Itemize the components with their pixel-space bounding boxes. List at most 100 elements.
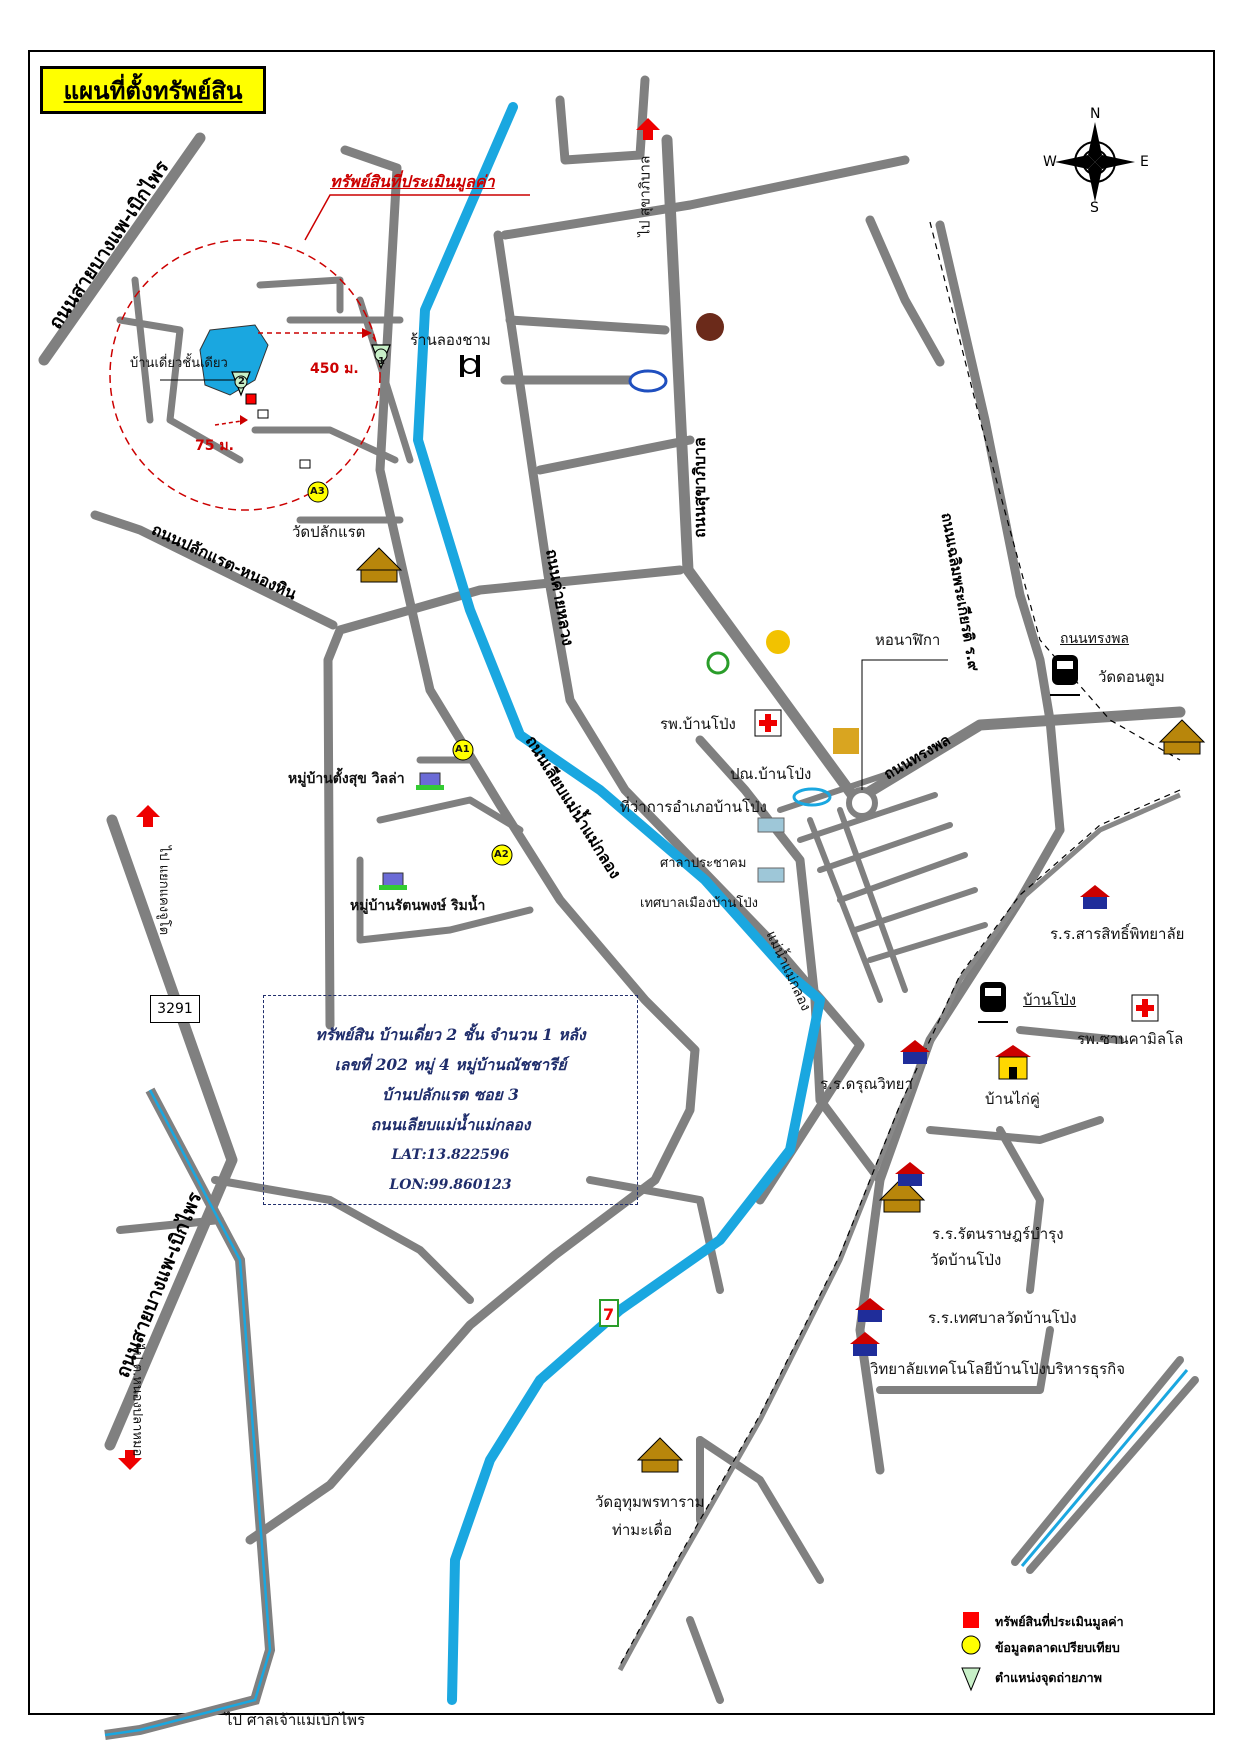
property-info-box: ทรัพย์สิน บ้านเดี่ยว 2 ชั้น จำนวน 1 หลัง… bbox=[263, 995, 638, 1205]
bank3-icon bbox=[766, 630, 790, 654]
highway-bangphae-top bbox=[38, 132, 206, 366]
label-wat-don: วัดดอนตูม bbox=[1098, 668, 1165, 686]
road-ne bbox=[865, 215, 945, 367]
house-icon bbox=[995, 1045, 1031, 1080]
info-lat: LAT:13.822596 bbox=[391, 1147, 510, 1163]
svg-text:7: 7 bbox=[603, 1305, 614, 1324]
road-riverside-loop bbox=[245, 145, 700, 1545]
legend-item-comparable: ข้อมูลตลาดเปรียบเทียบ bbox=[995, 1640, 1120, 1655]
compass-s: S bbox=[1090, 200, 1099, 216]
distance-450: 450 ม. bbox=[310, 361, 359, 377]
property-callout-line bbox=[304, 194, 530, 241]
label-post: ปณ.บ้านโป่ง bbox=[730, 765, 812, 783]
info-line2: เลขที่ 202 หมู่ 4 หมู่บ้านณัชชารีย์ bbox=[334, 1055, 567, 1074]
info-line4: ถนนเลียบแม่น้ำแม่กลอง bbox=[370, 1115, 531, 1134]
label-school-sarasit: ร.ร.สารสิทธิ์พิทยาลัย bbox=[1050, 925, 1185, 943]
road-songphon bbox=[850, 706, 1186, 806]
property-marker bbox=[245, 393, 257, 405]
label-restaurant: ร้านลองชาม bbox=[410, 331, 491, 349]
road-khailuang bbox=[493, 230, 865, 1205]
comparable-a2 bbox=[491, 844, 513, 866]
clock-tower-roundabout bbox=[846, 787, 878, 819]
label-school-dusit: ร.ร.ดรุณวิทยา bbox=[820, 1075, 913, 1093]
info-line1: ทรัพย์สิน บ้านเดี่ยว 2 ชั้น จำนวน 1 หลัง bbox=[315, 1025, 586, 1044]
legend-square bbox=[963, 1612, 979, 1628]
legend-item-property: ทรัพย์สินที่ประเมินมูลค่า bbox=[995, 1614, 1124, 1629]
legend-triangle bbox=[961, 1667, 981, 1692]
road-plak-nonghin-west bbox=[90, 510, 338, 630]
road-town-center bbox=[695, 735, 885, 1185]
label-hospital2: รพ.ซานคามิลโล bbox=[1077, 1030, 1184, 1048]
label-wat-udom2: ท่ามะเดื่อ bbox=[612, 1521, 673, 1539]
map-frame bbox=[28, 50, 1215, 1715]
comparable-a3 bbox=[307, 481, 329, 503]
info-lon: LON:99.860123 bbox=[389, 1177, 512, 1193]
canal bbox=[104, 1087, 276, 1740]
label-district: ที่ว่าการอำเภอบ้านโป่ง bbox=[620, 798, 767, 816]
marker-a3: A3 bbox=[310, 486, 325, 497]
label-wat-udom1: วัดอุทุมพรทาราม bbox=[595, 1493, 705, 1511]
post-office-icon bbox=[792, 787, 832, 807]
marker-p1: 1 bbox=[378, 356, 385, 367]
direction-arrow-icon bbox=[118, 118, 660, 1470]
label-station: บ้านโป่ง bbox=[1023, 991, 1077, 1009]
label-hall1: ศาลาประชาคม bbox=[660, 856, 747, 871]
marker-p2: 2 bbox=[238, 376, 245, 387]
gas-station-icon bbox=[628, 369, 668, 393]
label-hall2: เทศบาลเมืองบ้านโป่ง bbox=[640, 896, 758, 911]
road-label-sukhaphiban: ถนนสุขาภิบาล bbox=[689, 437, 709, 538]
compass-e: E bbox=[1140, 154, 1149, 170]
compass-n: N bbox=[1090, 106, 1101, 122]
label-college: วิทยาลัยเทคโนโลยีบ้านโป่งบริหารธุรกิจ bbox=[870, 1360, 1126, 1378]
map-title: แผนที่ตั้งทรัพย์สิน bbox=[40, 66, 266, 114]
road-mid-1 bbox=[535, 435, 695, 475]
temple-icon bbox=[355, 547, 1206, 1473]
property-callout: ทรัพย์สินที่ประเมินมูลค่า bbox=[330, 172, 495, 191]
label-to-nongpla: ไป ต.หนองปลาหมอ bbox=[129, 1344, 145, 1457]
road-network bbox=[38, 75, 1199, 1704]
road-north-east bbox=[500, 155, 910, 240]
compass-w: W bbox=[1043, 154, 1057, 170]
label-village1: หมู่บ้านตั้งสุข วิลล่า bbox=[288, 771, 405, 787]
government-icon bbox=[757, 817, 785, 883]
canal-se bbox=[1020, 1369, 1189, 1567]
label-wat-plak: วัดปลักแรต bbox=[292, 523, 366, 541]
distance-75: 75 ม. bbox=[195, 438, 234, 454]
label-ban-kaiku: บ้านไก่คู่ bbox=[985, 1090, 1040, 1108]
highway-bangphae-bottom bbox=[104, 814, 238, 1451]
bank2-icon bbox=[706, 651, 730, 675]
school-icon bbox=[850, 885, 1110, 1356]
marker-a2: A2 bbox=[494, 849, 509, 860]
label-hospital: รพ.บ้านโป่ง bbox=[660, 715, 736, 733]
train-icon bbox=[978, 655, 1080, 1023]
label-school-rat: ร.ร.รัตนราษฎร์บำรุง bbox=[932, 1225, 1064, 1243]
marker-a1: A1 bbox=[455, 744, 470, 755]
label-to-yaek: ไป แยกแคงจูโต bbox=[156, 845, 172, 936]
label-house: บ้านเดี่ยวชั้นเดียว bbox=[130, 356, 228, 371]
river-maeklong bbox=[413, 102, 825, 1705]
road-north-loop bbox=[555, 75, 650, 165]
comparable-a1 bbox=[452, 739, 474, 761]
restaurant-icon bbox=[460, 355, 480, 377]
info-line3: บ้านปลักแรต ซอย 3 bbox=[382, 1085, 519, 1104]
route-badge: 3291 bbox=[150, 995, 200, 1023]
bank-icon bbox=[696, 313, 724, 341]
government-seal-icon bbox=[833, 728, 859, 754]
railway bbox=[617, 221, 1182, 1672]
label-wat-banpong: วัดบ้านโป่ง bbox=[930, 1251, 1002, 1269]
label-to-saan: ไป ศาลเจ้าแม่เบิกไพร bbox=[225, 1711, 366, 1729]
road-mid-3 bbox=[505, 315, 670, 335]
seven-eleven-icon bbox=[599, 1299, 619, 1327]
hospital-icon bbox=[754, 709, 1159, 1022]
legend-circle bbox=[961, 1635, 981, 1655]
compass-icon bbox=[1055, 122, 1135, 202]
label-village2: หมู่บ้านรัตนพงษ์ ริมน้ำ bbox=[350, 898, 486, 914]
property-radius-circle bbox=[109, 239, 381, 511]
road-label-songphon-2: ถนนทรงพล bbox=[1060, 631, 1130, 647]
road-sukhaphiban bbox=[661, 134, 862, 806]
legend-item-photo: ตำแหน่งจุดถ่ายภาพ bbox=[995, 1670, 1102, 1685]
village-icon bbox=[379, 772, 444, 890]
label-clock: หอนาฬิกา bbox=[875, 631, 941, 649]
road-chaloem bbox=[935, 220, 1065, 835]
